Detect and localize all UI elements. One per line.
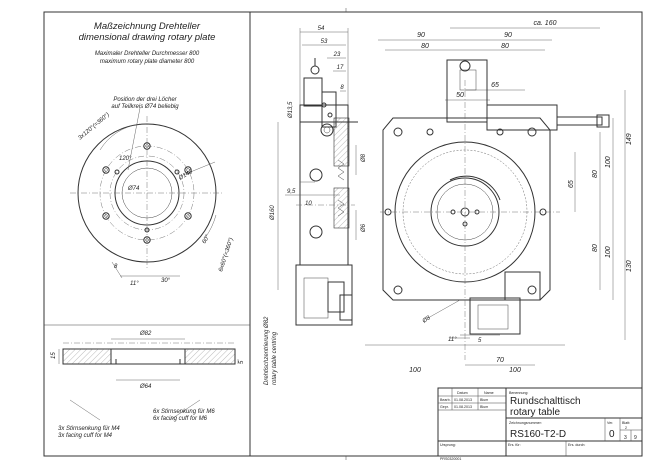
front-dim-90-left: 90 — [417, 32, 425, 39]
dim-15: 15 — [51, 352, 57, 359]
side-dim-10: 10 — [305, 201, 312, 207]
tb-ers-durch: Ers. durch: — [568, 443, 585, 447]
dim-11: 11° — [130, 281, 139, 287]
tb-zeichnr-label: Zeichnungsnummer: — [509, 421, 542, 425]
dim-d140: Ø140 — [177, 169, 194, 182]
front-dim-80-down: 80 — [592, 244, 599, 252]
side-dim-d8: Ø8 — [361, 153, 367, 163]
title-block — [437, 387, 643, 457]
bottom-cylinder — [469, 297, 521, 335]
front-dim-100-up: 100 — [605, 156, 612, 168]
tb-ver: 0 — [609, 429, 615, 440]
plate-section-view — [58, 338, 239, 421]
side-dim-17: 17 — [337, 65, 344, 71]
front-dim-80-right: 80 — [501, 43, 509, 50]
side-dim-d13-5: Ø13,5 — [288, 101, 294, 119]
side-dim-8: 8 — [340, 85, 344, 91]
tb-blatt-a: 2 — [625, 426, 627, 430]
tb-gepr-name: Blum — [480, 405, 488, 409]
dim-30: 30° — [161, 278, 171, 284]
tb-gepr-datum: 01.08.2013 — [454, 405, 472, 409]
front-dim-80-left: 80 — [421, 43, 429, 50]
front-dim-65: 65 — [491, 82, 499, 89]
front-dim-130: 130 — [626, 260, 633, 272]
tb-row-bearb: Bearb. — [440, 398, 451, 402]
front-view — [365, 27, 626, 366]
sheet-frame — [43, 11, 643, 457]
plate-top-view — [70, 107, 224, 279]
note-m6-de: 6x Stirnsenkung für M6 — [153, 409, 215, 415]
tb-col-name: Name — [484, 391, 494, 395]
tb-row-gepr: Gepr. — [440, 405, 449, 409]
tb-bearb-name: Blum — [480, 398, 488, 402]
tb-blatt-label: Blatt: — [622, 421, 630, 425]
title-en: dimensional drawing rotary plate — [79, 32, 216, 43]
tb-blatt-c: 9 — [634, 435, 637, 441]
tb-ursprung-label: Ursprung: — [440, 443, 456, 447]
subtitle-en: maximum rotary plate diameter 800 — [100, 59, 195, 65]
m6-holes — [102, 142, 192, 244]
tb-benennung-de: Rundschalttisch — [510, 396, 581, 407]
side-dim-23: 23 — [333, 52, 341, 58]
tb-ver-label: Ver. — [607, 421, 613, 425]
subtitle-de: Maximaler Drehteller Durchmesser 800 — [95, 51, 200, 57]
pneumatic-cylinder — [446, 59, 488, 123]
dim-6x60: 6x60°(=360°) — [218, 237, 235, 272]
tb-ers-fuer: Ers. für: — [508, 443, 521, 447]
side-label-de: Drehtischzentrierung Ø82 — [264, 316, 270, 385]
note-m6-en: 6x facing cuff for M6 — [153, 416, 208, 422]
note-m4-en: 3x facing cuff for M4 — [58, 433, 113, 439]
front-dim-90-right: 90 — [504, 32, 512, 39]
side-dim-d6: Ø6 — [361, 223, 367, 233]
side-dim-d160: Ø160 — [270, 205, 276, 221]
side-dim-54: 54 — [318, 26, 325, 32]
side-dim-9-5: 9,5 — [287, 189, 296, 195]
tb-benennung-en: rotary table — [510, 407, 560, 418]
front-dim-d8: Ø8 — [421, 315, 432, 325]
dim-120: 120° — [119, 156, 132, 162]
dim-8: 8 — [114, 264, 118, 270]
tb-bearb-datum: 01.08.2013 — [454, 398, 472, 402]
dim-d74: Ø74 — [127, 186, 140, 192]
front-dim-100-down: 100 — [605, 246, 612, 258]
tb-zeichnr: RS160-T2-D — [510, 429, 566, 440]
dim-d64: Ø64 — [139, 384, 152, 390]
title-de: Maßzeichnung Drehteller — [94, 21, 201, 32]
dim-60: 60° — [202, 234, 212, 245]
side-dim-53: 53 — [321, 39, 328, 45]
front-dim-11: 11° — [448, 337, 457, 343]
front-dim-100-right: 100 — [509, 367, 521, 374]
base-plate — [382, 117, 551, 301]
note-holes-de: Position der drei Löcher — [113, 97, 177, 103]
note-m4-de: 3x Stirnsenkung für M4 — [58, 426, 120, 432]
side-label-en: rotary table centring — [272, 331, 278, 385]
m4-holes — [114, 169, 180, 233]
tb-benennung-label: Benennung: — [509, 391, 528, 395]
tb-col-datum: Datum — [457, 391, 468, 395]
base-corner-holes — [384, 127, 547, 295]
front-dim-70: 70 — [496, 357, 504, 364]
front-dim-65-right: 65 — [568, 180, 575, 188]
dim-d82: Ø82 — [139, 331, 152, 337]
front-dim-100-left: 100 — [409, 367, 421, 374]
tb-blatt-b: 3 — [624, 435, 627, 441]
note-holes-en: auf Teilkreis Ø74 beliebig — [111, 104, 179, 110]
dim-5: 5 — [239, 360, 245, 364]
tb-ursprung: PRS0320001 — [440, 457, 461, 461]
front-dim-80-up: 80 — [592, 170, 599, 178]
front-dim-149: 149 — [626, 133, 633, 145]
front-dim-5: 5 — [478, 338, 482, 344]
front-dim-ca-160: ca. 160 — [534, 20, 557, 27]
front-dim-50: 50 — [456, 92, 464, 99]
side-view — [277, 28, 358, 326]
